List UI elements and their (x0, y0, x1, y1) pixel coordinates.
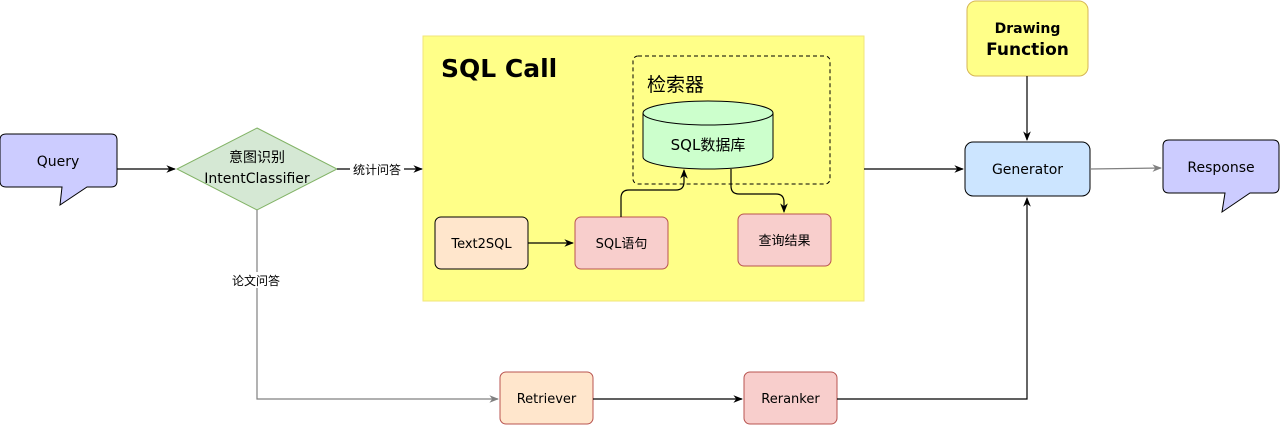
reranker-box (743, 371, 838, 425)
edge-db-to-queryresult (730, 169, 788, 213)
edge-stat-qa-label: 统计问答 (353, 162, 401, 177)
intent-classifier-label-en: IntentClassifier (204, 171, 310, 187)
query-result-box (737, 213, 832, 267)
generator-label: Generator (992, 162, 1063, 178)
reranker-label: Reranker (761, 392, 820, 407)
query-label: Query (37, 154, 80, 170)
response-label: Response (1187, 160, 1254, 176)
edge-stat-qa-label-bg (350, 161, 404, 177)
edge-reranker-to-generator (837, 197, 1031, 400)
text2sql-label: Text2SQL (450, 237, 512, 252)
intent-classifier-label-cn: 意图识别 (229, 149, 285, 166)
sql-statement-label: SQL语句 (596, 237, 648, 252)
edge-sqlstatement-to-db (620, 169, 688, 217)
retriever-group-title: 检索器 (647, 74, 704, 96)
query-bubble (0, 133, 118, 207)
sql-call-title: SQL Call (441, 54, 557, 83)
drawing-function-label-1: Drawing (995, 21, 1061, 37)
sql-database-label: SQL数据库 (671, 136, 746, 154)
edge-paper-qa-label-bg (228, 272, 284, 288)
sql-database-cylinder (642, 100, 774, 170)
edge-generator-to-response (1089, 164, 1162, 172)
query-result-label: 查询结果 (758, 234, 810, 249)
drawing-function-box (966, 0, 1089, 77)
response-bubble (1162, 139, 1280, 214)
drawing-function-label-2: Function (986, 40, 1069, 60)
retriever-label: Retriever (517, 392, 577, 407)
retriever-box (499, 371, 594, 425)
intent-classifier-diamond (175, 127, 339, 211)
edge-paper-qa-label: 论文问答 (232, 273, 280, 288)
